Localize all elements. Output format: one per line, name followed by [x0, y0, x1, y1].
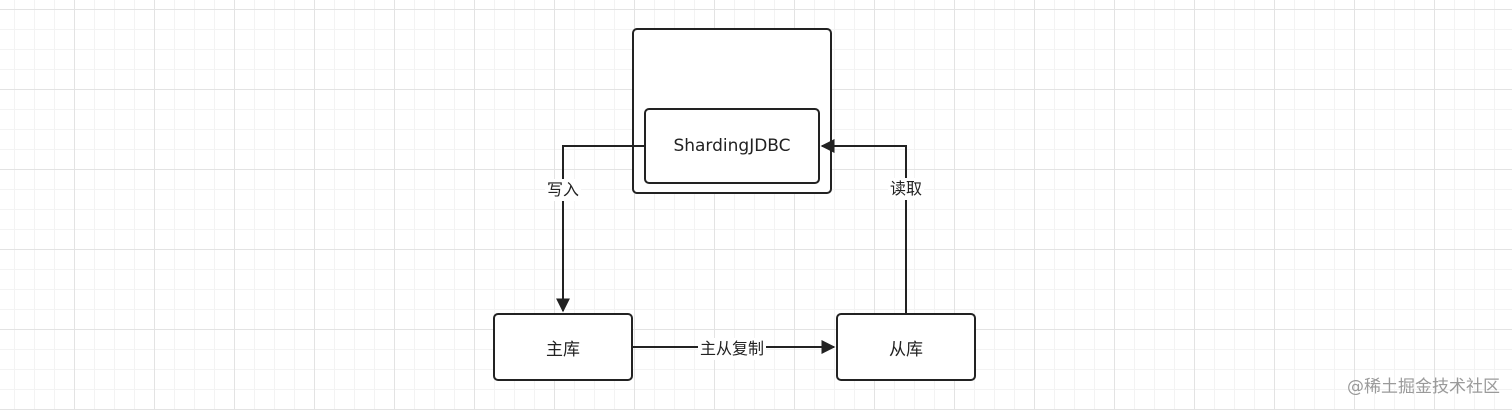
master-db-node: 主库	[493, 313, 633, 381]
read-edge-arrow	[820, 139, 907, 313]
slave-db-node: 从库	[836, 313, 976, 381]
write-edge-label: 写入	[545, 179, 582, 201]
shardingjdbc-node: ShardingJDBC	[644, 108, 820, 184]
watermark-text: @稀土掘金技术社区	[1347, 377, 1500, 397]
replicate-edge-label: 主从复制	[698, 338, 767, 360]
read-edge-label: 读取	[888, 178, 925, 200]
write-edge-arrow	[556, 145, 644, 313]
